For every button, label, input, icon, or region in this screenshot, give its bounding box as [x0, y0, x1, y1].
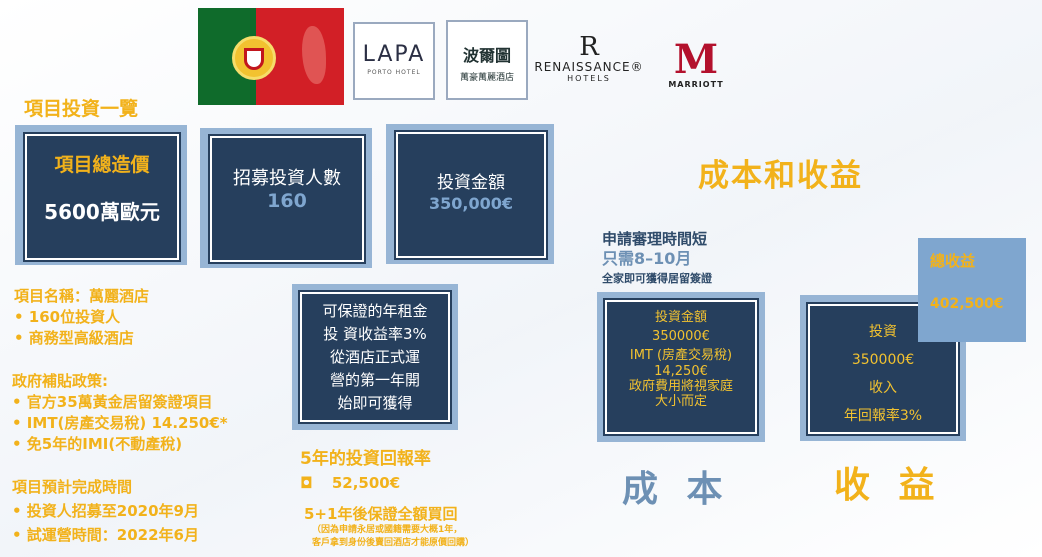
policy-section: 政府補貼政策: • 官方35萬黃金居留簽證項目 • IMT(房產交易稅) 14.…: [12, 371, 228, 455]
guarantee-box: 可保證的年租金 投 資收益率3% 從酒店正式運 營的第一年開 始即可獲得: [298, 290, 452, 424]
total-cost-value: 5600萬歐元: [44, 200, 160, 224]
cost-and-gain-heading: 成本和收益: [698, 158, 863, 194]
gain-label: 收 益: [834, 465, 943, 506]
buyback-text: 5+1年後保證全額買回: [304, 505, 458, 523]
marriott-logo: M MARRIOTT: [660, 36, 732, 90]
renaissance-name: RENAISSANCE®: [534, 60, 644, 74]
total-cost-title: 項目總造價: [54, 154, 150, 176]
project-name: 項目名稱：萬麗酒店: [14, 287, 150, 305]
guarantee-line-3: 從酒店正式運: [329, 348, 420, 366]
cost-line-3: IMT (房產交易稅): [629, 348, 733, 363]
lapa-logo: LAPA PORTO HOTEL: [353, 22, 435, 100]
project-bullet-2: • 商務型高級酒店: [14, 329, 134, 347]
guarantee-line-4: 營的第一年開: [329, 371, 420, 389]
portugal-map-icon: [302, 26, 326, 84]
gain-line-3: 收入: [869, 380, 897, 396]
overview-heading: 項目投資一覽: [24, 98, 139, 120]
cost-line-6: 大小而定: [654, 394, 707, 409]
square-bullet-icon: ◘: [300, 474, 313, 492]
guarantee-line-2: 投 資收益率3%: [323, 325, 427, 343]
guarantee-line-1: 可保證的年租金: [322, 302, 428, 320]
buyback-note-2: 客戶拿到身份後賣回酒店才能原價回購）: [312, 538, 475, 548]
apply-info: 申請審理時間短 只需8–10月 全家即可獲得居留簽證: [602, 230, 712, 288]
gain-line-4: 年回報率3%: [843, 408, 923, 424]
policy-bullet-2: • IMT(房產交易稅) 14.250€*: [12, 414, 228, 432]
gain-line-1: 投資: [869, 324, 897, 340]
schedule-bullet-1: • 投資人招募至2020年9月: [12, 502, 199, 520]
cost-box: 投資金額 350000€ IMT (房產交易稅) 14,250€ 政府費用將視家…: [603, 298, 759, 436]
total-cost-box: 項目總造價 5600萬歐元: [23, 132, 181, 262]
renaissance-logo: R RENAISSANCE® HOTELS: [534, 34, 644, 83]
return-heading: 5年的投資回報率: [300, 449, 431, 469]
amount-title: 投資金額: [437, 173, 505, 193]
buyback-note: （因為申請永居或國籍需要大概1年， 客戶拿到身份後賣回酒店才能原價回購）: [312, 524, 474, 550]
gain-line-2: 350000€: [851, 352, 915, 368]
apply-line-2: 只需8–10月: [602, 249, 692, 268]
return-amount-row: ◘ 52,500€: [300, 474, 400, 492]
buyback-note-1: （因為申請永居或國籍需要大概1年，: [312, 525, 463, 535]
marriott-mark: M: [673, 36, 719, 83]
total-gain-value: 402,500€: [930, 296, 1004, 312]
cost-line-4: 14,250€: [654, 364, 708, 379]
portugal-flag-image: [198, 8, 344, 105]
bolan-name: 波爾圖: [462, 46, 511, 65]
recruit-title: 招募投資人數: [233, 168, 341, 189]
renaissance-mark: R: [579, 32, 599, 62]
marriott-name: MARRIOTT: [668, 80, 724, 89]
cost-label: 成 本: [622, 469, 731, 510]
schedule-bullet-2: • 試運營時間：2022年6月: [12, 526, 199, 544]
policy-bullet-1: • 官方35萬黃金居留簽證項目: [12, 393, 213, 411]
apply-line-1: 申請審理時間短: [602, 230, 708, 248]
total-gain-box: 總收益 402,500€: [918, 238, 1026, 342]
cost-line-5: 政府費用將視家庭: [628, 379, 733, 394]
guarantee-line-5: 始即可獲得: [337, 394, 413, 412]
renaissance-sub: HOTELS: [567, 74, 611, 83]
bolan-sub: 萬豪萬麗酒店: [459, 73, 514, 83]
lapa-name: LAPA: [362, 42, 426, 67]
amount-value: 350,000€: [428, 194, 513, 213]
lapa-sub: PORTO HOTEL: [367, 69, 421, 76]
recruit-box: 招募投資人數 160: [208, 134, 366, 264]
recruit-value: 160: [267, 190, 307, 212]
cost-line-1: 投資金額: [654, 310, 707, 325]
policy-bullet-3: • 免5年的IMI(不動產稅): [12, 435, 183, 453]
cost-line-2: 350000€: [652, 329, 710, 344]
project-info: 項目名稱：萬麗酒店 • 160位投資人 • 商務型高級酒店: [14, 286, 149, 349]
schedule-heading: 項目預計完成時間: [12, 478, 133, 496]
amount-box: 投資金額 350,000€: [394, 130, 548, 260]
policy-heading: 政府補貼政策:: [12, 372, 108, 390]
return-amount: 52,500€: [331, 474, 401, 492]
project-bullet-1: • 160位投資人: [14, 308, 121, 326]
porto-hotel-logo: 波爾圖 萬豪萬麗酒店: [446, 20, 528, 100]
total-gain-title: 總收益: [930, 252, 976, 270]
schedule-section: 項目預計完成時間 • 投資人招募至2020年9月 • 試運營時間：2022年6月: [12, 475, 199, 547]
apply-line-3: 全家即可獲得居留簽證: [602, 272, 712, 285]
